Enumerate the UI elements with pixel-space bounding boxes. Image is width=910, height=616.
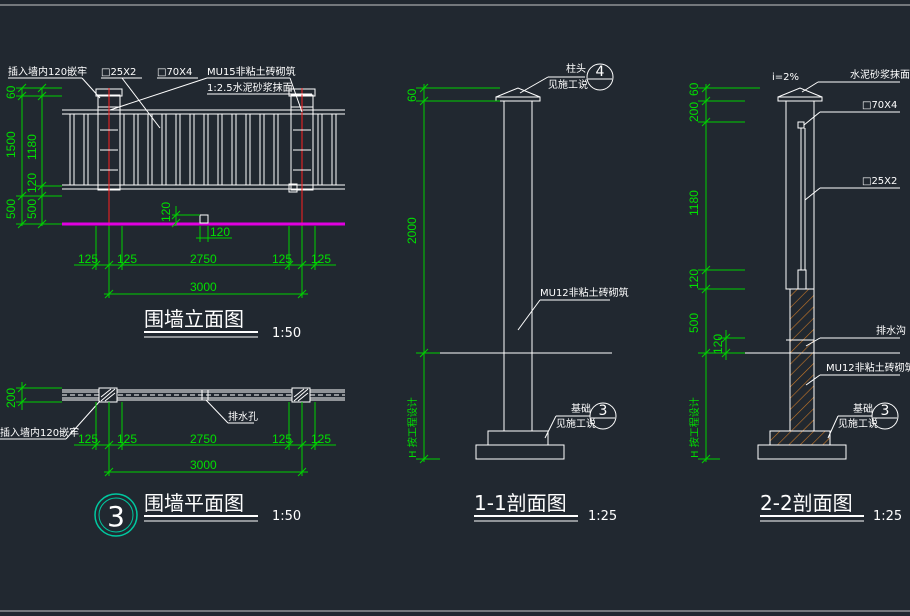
plan-dim-125-a: 125 bbox=[78, 432, 98, 446]
dim-total-3000: 3000 bbox=[190, 280, 217, 294]
s22-marker-bottom: 3 bbox=[881, 403, 890, 419]
s22-scale: 1:25 bbox=[873, 509, 902, 524]
plan-note-drain: 排水孔 bbox=[228, 410, 258, 423]
fence-elevation-view: 60 1500 1180 120 500 500 120 120 125 125… bbox=[4, 65, 345, 341]
s11-note-cap: 柱头 bbox=[566, 62, 586, 75]
dim-left-120: 120 bbox=[25, 173, 39, 193]
s22-note-mortar: 水泥砂浆抹面 bbox=[850, 68, 910, 81]
dim-left-500b: 500 bbox=[25, 199, 39, 219]
plan-dim-125-d: 125 bbox=[311, 432, 331, 446]
s22-note-base-sub: 见施工说 bbox=[838, 417, 878, 430]
s11-marker-top: 4 bbox=[596, 64, 605, 80]
s11-note-base: 基础 bbox=[571, 402, 591, 415]
dim-left-60: 60 bbox=[4, 85, 18, 99]
fence-plan-view: 200 插入墙内120嵌牢 排水孔 125 125 2750 125 125 3… bbox=[0, 382, 345, 537]
s11-scale: 1:25 bbox=[588, 509, 617, 524]
note-brick: MU15非粘土砖砌筑 bbox=[207, 65, 296, 78]
s22-note-brick: MU12非粘土砖砌筑 bbox=[826, 361, 910, 374]
elevation-scale: 1:50 bbox=[272, 326, 301, 341]
s22-note-drain: 排水沟 bbox=[876, 324, 906, 337]
plan-drain-hole bbox=[201, 389, 209, 401]
plan-marker-number: 3 bbox=[107, 500, 125, 533]
left-pillar bbox=[95, 88, 123, 230]
s11-dim-60: 60 bbox=[405, 88, 419, 102]
s22-dim-60: 60 bbox=[687, 82, 701, 96]
section-2-2-view: 60 200 1180 120 500 120 H 按工程设计 i=2% 水泥砂… bbox=[687, 68, 910, 524]
s11-title: 1-1剖面图 bbox=[474, 491, 567, 515]
s11-note-h: H 按工程设计 bbox=[406, 397, 419, 458]
note-post: □70X4 bbox=[157, 67, 192, 78]
s22-dim-1180: 1180 bbox=[687, 190, 701, 216]
s22-note-bar: □25X2 bbox=[862, 176, 897, 187]
s22-dim-500: 500 bbox=[687, 313, 701, 333]
plan-marker-circle bbox=[94, 493, 138, 537]
railing-bars bbox=[69, 114, 337, 185]
dim-small-120-top: 120 bbox=[159, 202, 173, 222]
s22-note-post: □70X4 bbox=[862, 100, 897, 111]
plan-title: 围墙平面图 bbox=[144, 491, 244, 515]
plan-dim-2750: 2750 bbox=[190, 432, 217, 446]
dim-h-125-b: 125 bbox=[117, 252, 137, 266]
s22-dim-200: 200 bbox=[687, 102, 701, 122]
elevation-title: 围墙立面图 bbox=[144, 307, 244, 331]
s22-dim-120b: 120 bbox=[711, 334, 725, 354]
s22-note-base: 基础 bbox=[853, 402, 873, 415]
drain-hole bbox=[199, 214, 209, 224]
dim-left-500a: 500 bbox=[4, 199, 18, 219]
s22-dim-120: 120 bbox=[687, 269, 701, 289]
plan-note-insert: 插入墙内120嵌牢 bbox=[0, 426, 79, 439]
plan-scale: 1:50 bbox=[272, 509, 301, 524]
s11-dim-2000: 2000 bbox=[405, 217, 419, 244]
s22-note-slope: i=2% bbox=[772, 72, 799, 83]
s22-note-h: H 按工程设计 bbox=[688, 397, 701, 458]
s11-note-base-sub: 见施工说 bbox=[556, 417, 596, 430]
dim-h-125-a: 125 bbox=[78, 252, 98, 266]
s11-marker-bottom: 3 bbox=[599, 403, 608, 419]
dim-h-2750: 2750 bbox=[190, 252, 217, 266]
right-pillar bbox=[288, 88, 316, 230]
dim-left-1180: 1180 bbox=[25, 134, 39, 160]
plan-dim-125-b: 125 bbox=[117, 432, 137, 446]
s11-note-brick: MU12非粘土砖砌筑 bbox=[540, 286, 629, 299]
note-bar: □25X2 bbox=[101, 67, 136, 78]
s11-note-cap-sub: 见施工说 bbox=[548, 78, 588, 91]
dim-h-125-c: 125 bbox=[272, 252, 292, 266]
note-insert: 插入墙内120嵌牢 bbox=[8, 65, 87, 78]
dim-left-1500: 1500 bbox=[4, 131, 18, 158]
plan-dim-200: 200 bbox=[4, 388, 18, 408]
plan-dim-3000: 3000 bbox=[190, 458, 217, 472]
dim-small-120-bottom: 120 bbox=[210, 225, 230, 239]
note-mortar: 1:2.5水泥砂浆抹面 bbox=[207, 81, 293, 94]
section-1-1-view: 60 2000 H 按工程设计 柱头 见施工说 4 MU12非粘土砖砌筑 基础 … bbox=[405, 62, 629, 524]
dim-h-125-d: 125 bbox=[311, 252, 331, 266]
s22-title: 2-2剖面图 bbox=[760, 491, 853, 515]
plan-dim-125-c: 125 bbox=[272, 432, 292, 446]
